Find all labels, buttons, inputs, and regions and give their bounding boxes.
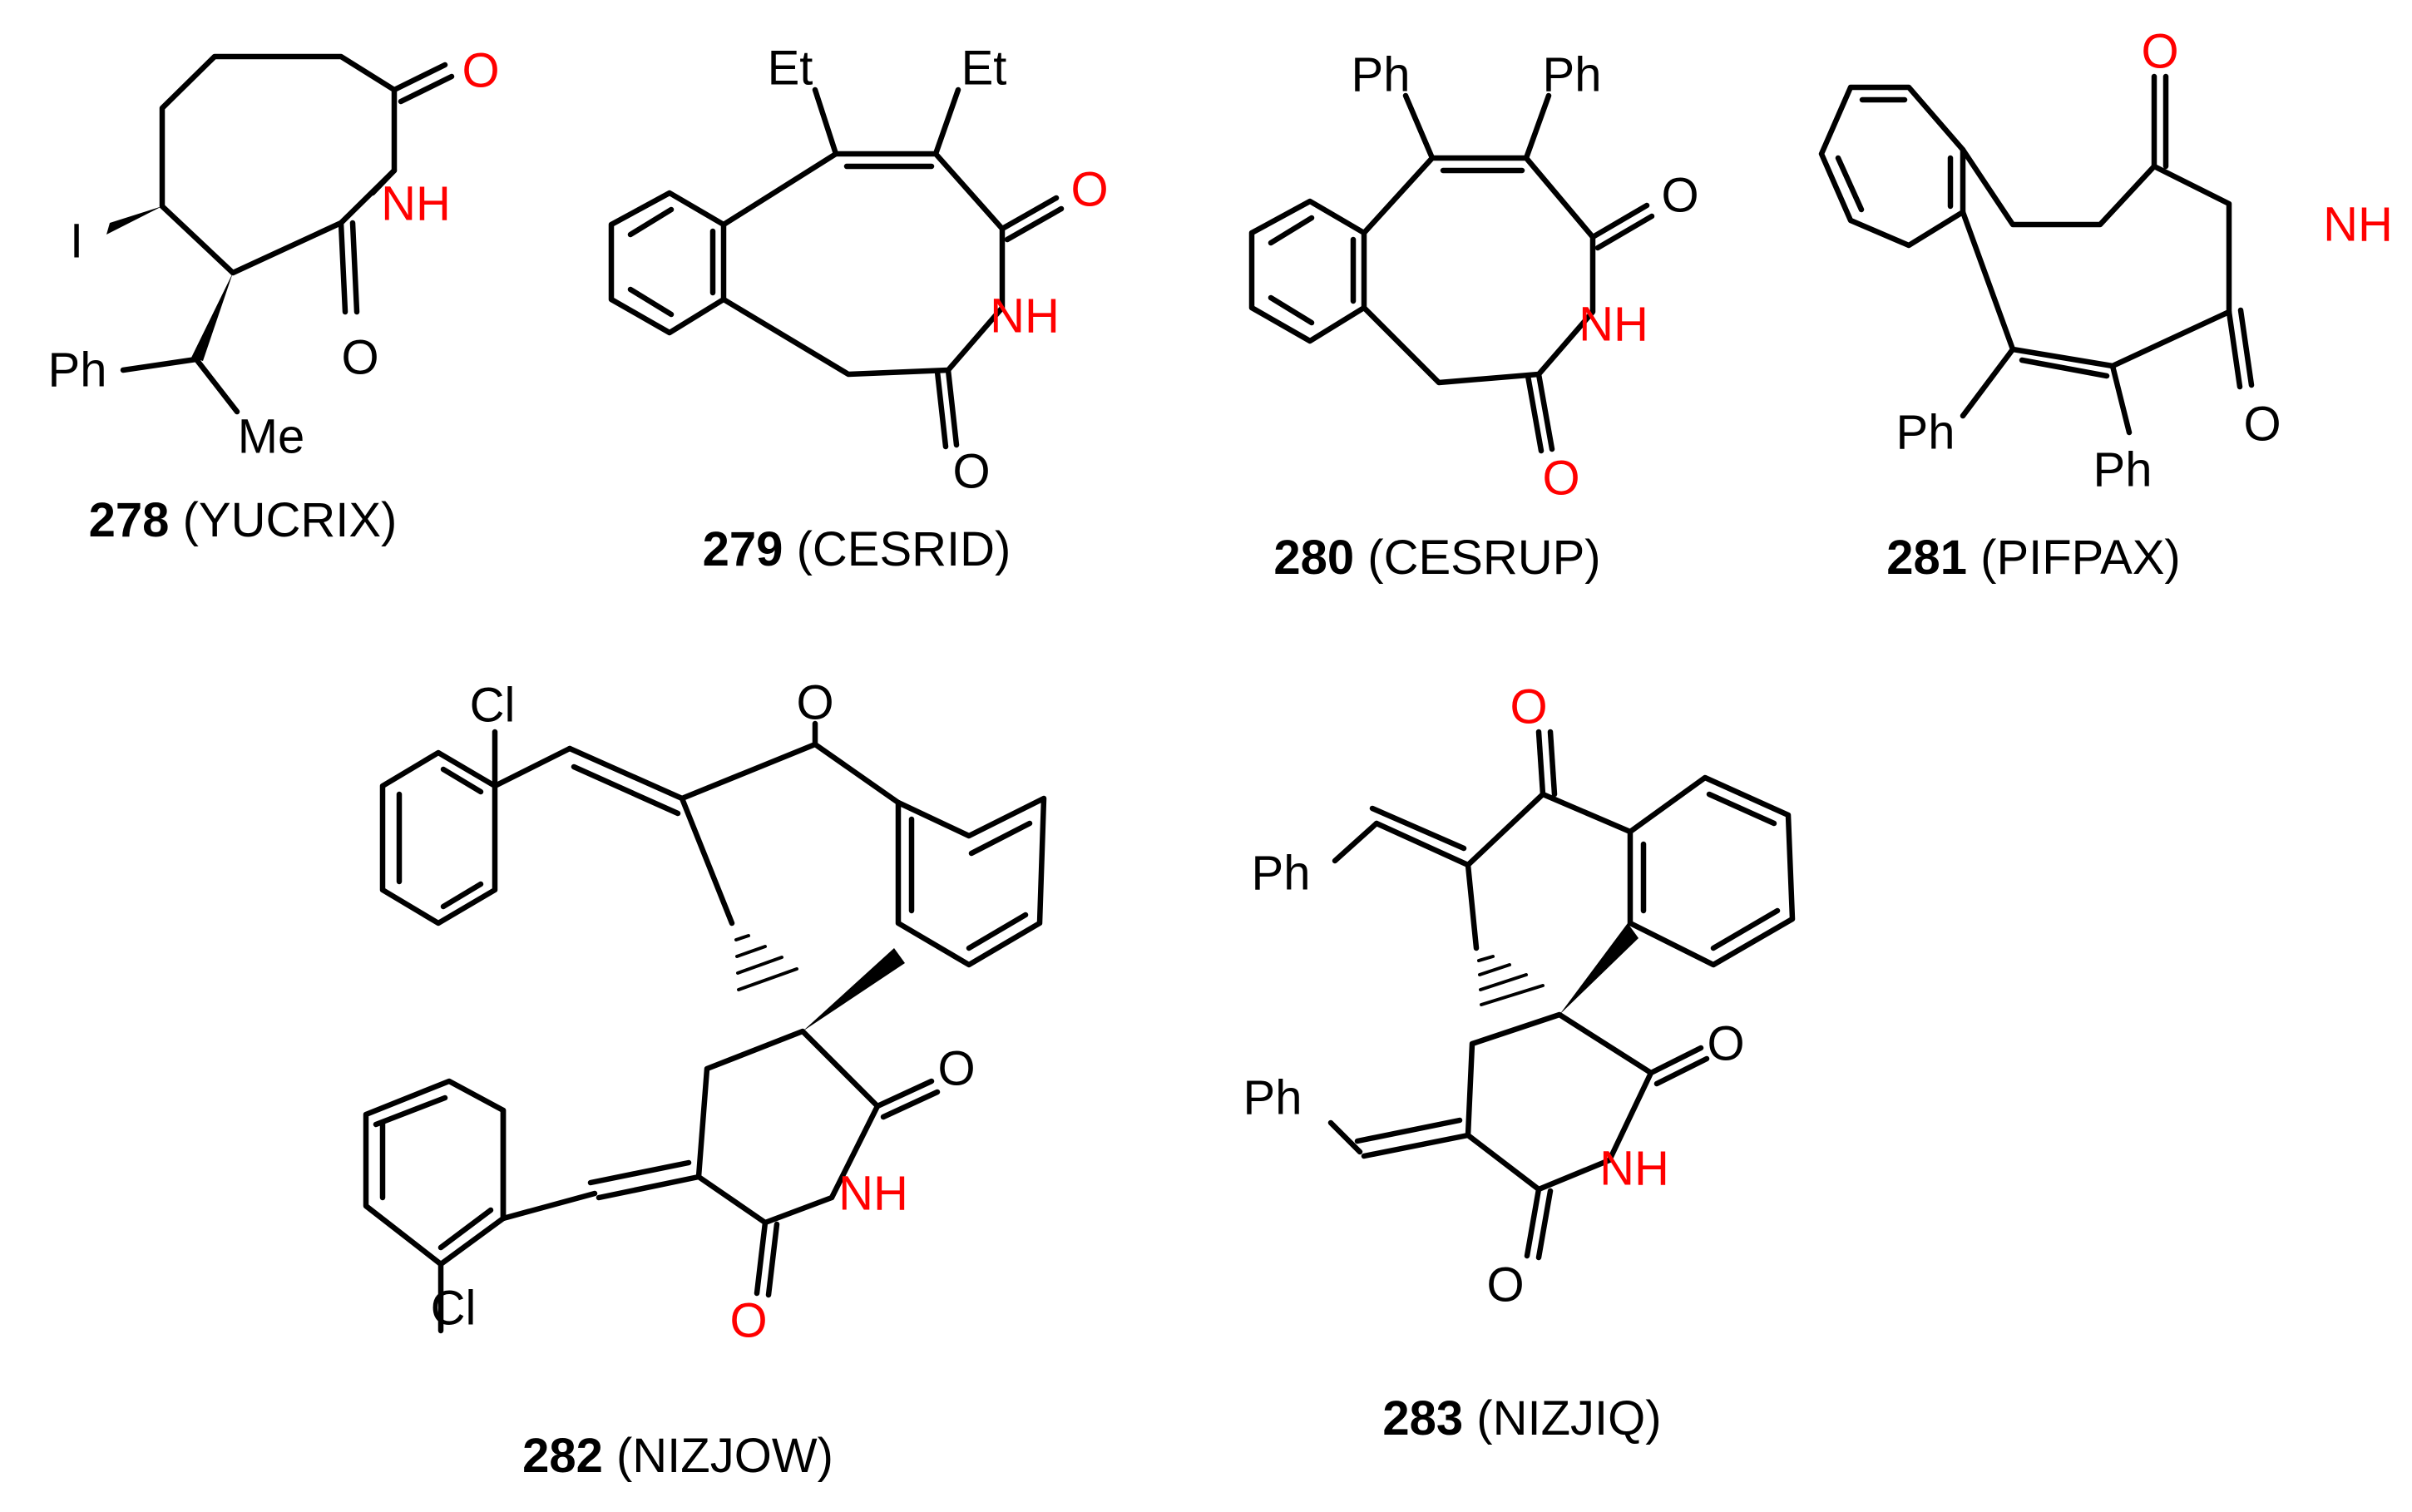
compound-label-279: 279 (CESRID) [703,522,1011,576]
atom-chlorine: Cl [431,1282,477,1336]
wedge-bond [191,273,233,361]
atom-nh: NH [1599,1142,1669,1196]
compound-label-281: 281 (PIFPAX) [1886,531,2181,585]
atom-o-carbonyl: O [1707,1017,1744,1071]
atom-o-ketone: O [796,676,833,730]
hash-bond [1477,955,1545,1006]
atom-phenyl: Ph [1243,1071,1302,1125]
structure-280: Ph Ph O NH O 280 (CESRUP) [1248,48,1699,585]
atom-nh: NH [381,177,451,231]
compound-label-283: 283 (NIZJIQ) [1382,1391,1661,1445]
atom-o-carbonyl: O [1486,1258,1524,1312]
atom-nh: NH [2323,198,2393,252]
atom-ethyl: Et [768,42,813,96]
structure-282: Cl O O NH O Cl 282 (NIZJOW) [363,676,1047,1483]
wedge-bond [803,948,905,1031]
wedge-bond [1559,923,1638,1015]
compound-label-278: 278 (YUCRIX) [89,493,398,547]
atom-phenyl: Ph [1543,48,1602,102]
atom-o-carbonyl: O [2243,398,2281,452]
structure-283: O Ph Ph O NH O 283 (NIZJIQ) [1243,680,1796,1445]
compound-label-282: 282 (NIZJOW) [522,1429,833,1483]
atom-nh: NH [838,1167,908,1221]
atom-nh: NH [1579,298,1648,352]
wedge-bond [106,206,162,235]
atom-o-carbonyl: O [462,44,499,98]
structure-281: O NH O Ph Ph 281 (PIFPAX) [1818,25,2393,585]
hash-bond [734,934,798,991]
atom-o-carbonyl: O [1542,452,1579,506]
atom-methyl: Me [238,410,305,464]
atom-o-carbonyl: O [952,445,990,499]
atom-phenyl: Ph [2093,443,2153,497]
atom-o-carbonyl: O [341,331,378,385]
atom-o-carbonyl: O [1661,169,1698,223]
atom-o-carbonyl: O [1070,163,1108,217]
atom-ethyl: Et [961,42,1007,96]
compound-label-280: 280 (CESRUP) [1273,531,1600,585]
atom-phenyl: Ph [1352,48,1411,102]
atom-nh: NH [990,289,1060,343]
atom-phenyl: Ph [1252,847,1311,901]
atom-phenyl: Ph [48,343,107,398]
atom-o-carbonyl: O [729,1294,767,1348]
atom-o-carbonyl: O [937,1042,975,1096]
atom-phenyl: Ph [1896,406,1955,460]
structure-279: Et Et O NH O 279 (CESRID) [608,42,1109,576]
atom-iodine: I [70,215,83,269]
atom-chlorine: Cl [470,679,516,733]
atom-o-ketone: O [1510,680,1547,734]
atom-o-carbonyl: O [2141,25,2178,79]
structure-278: O NH O I Ph Me 278 (YUCRIX) [48,44,500,548]
